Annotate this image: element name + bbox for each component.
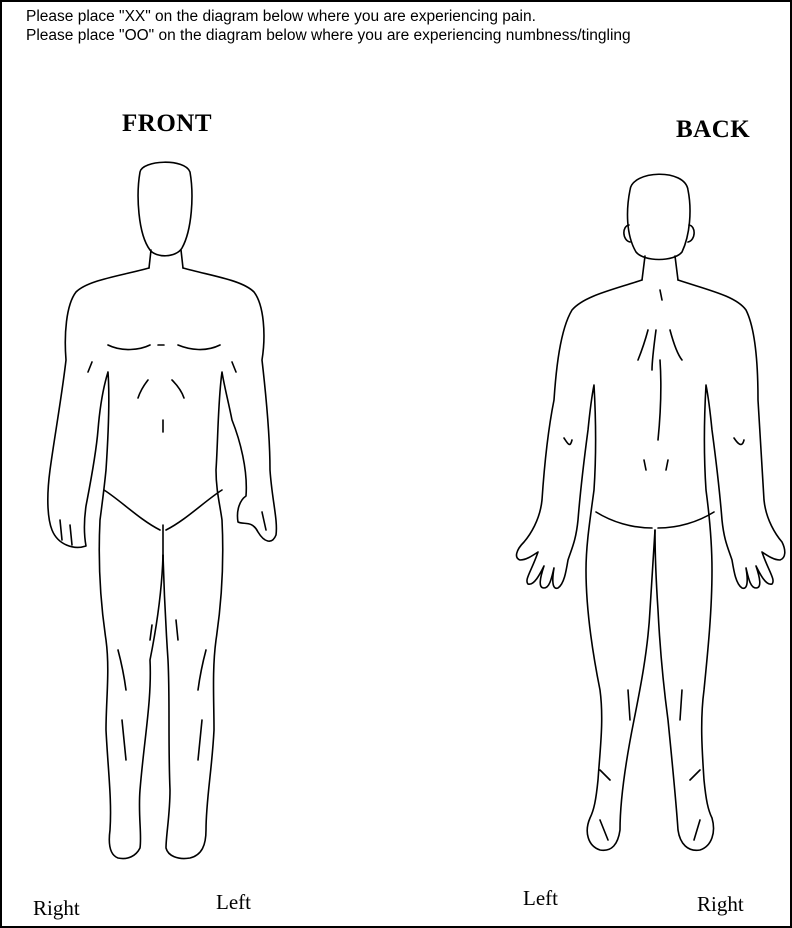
back-hip-detail	[596, 460, 714, 528]
front-left-label: Left	[216, 890, 251, 915]
back-body-outline-right	[655, 280, 785, 850]
front-right-label: Right	[33, 896, 80, 921]
back-right-label: Right	[697, 892, 744, 917]
back-ears	[624, 225, 694, 242]
back-head	[628, 174, 690, 259]
back-body-outline-left	[517, 280, 655, 850]
back-spine-detail	[638, 290, 682, 440]
back-left-label: Left	[523, 886, 558, 911]
